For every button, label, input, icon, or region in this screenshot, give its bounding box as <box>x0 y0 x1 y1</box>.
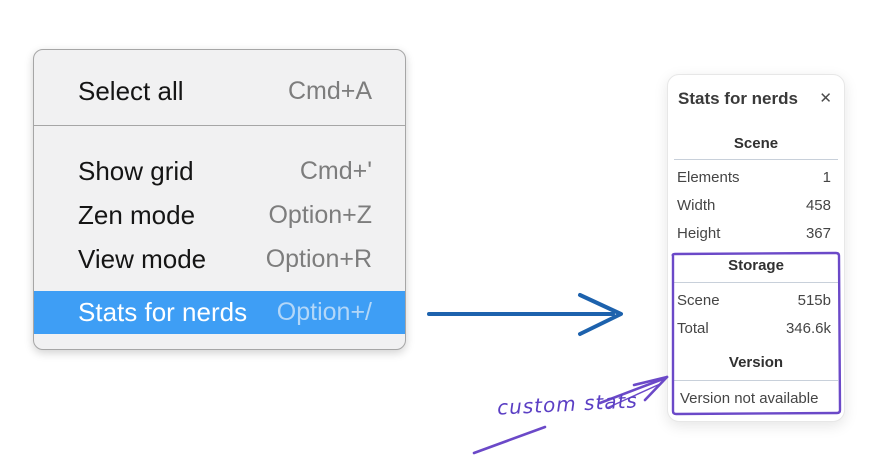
menu-item-label: Stats for nerds <box>78 297 248 327</box>
section-heading-storage: Storage <box>728 257 784 274</box>
stat-value: 515b <box>797 292 831 309</box>
stats-for-nerds-panel: Stats for nerds ✕ Scene Elements 1 Width… <box>667 74 845 422</box>
stat-label: Scene <box>677 292 720 309</box>
stats-panel-header: Stats for nerds ✕ <box>668 75 844 109</box>
stat-row-total-storage: Total 346.6k <box>668 319 844 339</box>
menu-item-show-grid[interactable]: Show grid Cmd+' <box>34 149 405 193</box>
stat-label: Width <box>677 197 716 214</box>
menu-item-shortcut: Option+Z <box>268 200 372 229</box>
menu-item-shortcut: Cmd+A <box>287 76 372 105</box>
section-heading-scene: Scene <box>733 135 779 152</box>
custom-stats-annotation-label: custom stats <box>496 388 639 420</box>
section-divider <box>674 159 838 160</box>
menu-item-stats-for-nerds[interactable]: Stats for nerds Option+/ <box>34 291 405 334</box>
stat-row-elements: Elements 1 <box>668 168 844 188</box>
stat-label: Height <box>677 225 721 242</box>
blue-arrow <box>427 293 623 336</box>
menu-item-view-mode[interactable]: View mode Option+R <box>34 237 405 281</box>
menu-item-label: Select all <box>78 75 184 106</box>
version-note: Version not available <box>680 390 819 407</box>
close-icon[interactable]: ✕ <box>819 90 832 107</box>
stat-value: 458 <box>805 197 831 214</box>
stat-label: Total <box>677 320 709 337</box>
section-divider <box>674 282 838 283</box>
menu-item-label: Zen mode <box>78 199 196 230</box>
menu-item-shortcut: Option+R <box>265 244 372 273</box>
stats-panel-title: Stats for nerds <box>678 89 798 108</box>
context-menu: Select all Cmd+A Show grid Cmd+' Zen mod… <box>33 49 406 350</box>
menu-item-label: View mode <box>78 243 207 274</box>
menu-item-shortcut: Option+/ <box>276 298 372 326</box>
stat-row-width: Width 458 <box>668 196 844 216</box>
menu-divider <box>34 125 405 126</box>
section-divider <box>674 380 838 381</box>
section-heading-version: Version <box>728 354 784 371</box>
menu-item-label: Show grid <box>78 155 194 186</box>
stat-row-height: Height 367 <box>668 224 844 244</box>
stat-value: 1 <box>822 169 831 186</box>
menu-item-shortcut: Cmd+' <box>299 156 372 185</box>
stat-value: 346.6k <box>785 320 831 337</box>
menu-item-select-all[interactable]: Select all Cmd+A <box>34 69 405 113</box>
stat-label: Elements <box>677 169 740 186</box>
stat-row-scene-storage: Scene 515b <box>668 291 844 311</box>
stat-value: 367 <box>805 225 831 242</box>
menu-item-zen-mode[interactable]: Zen mode Option+Z <box>34 193 405 237</box>
